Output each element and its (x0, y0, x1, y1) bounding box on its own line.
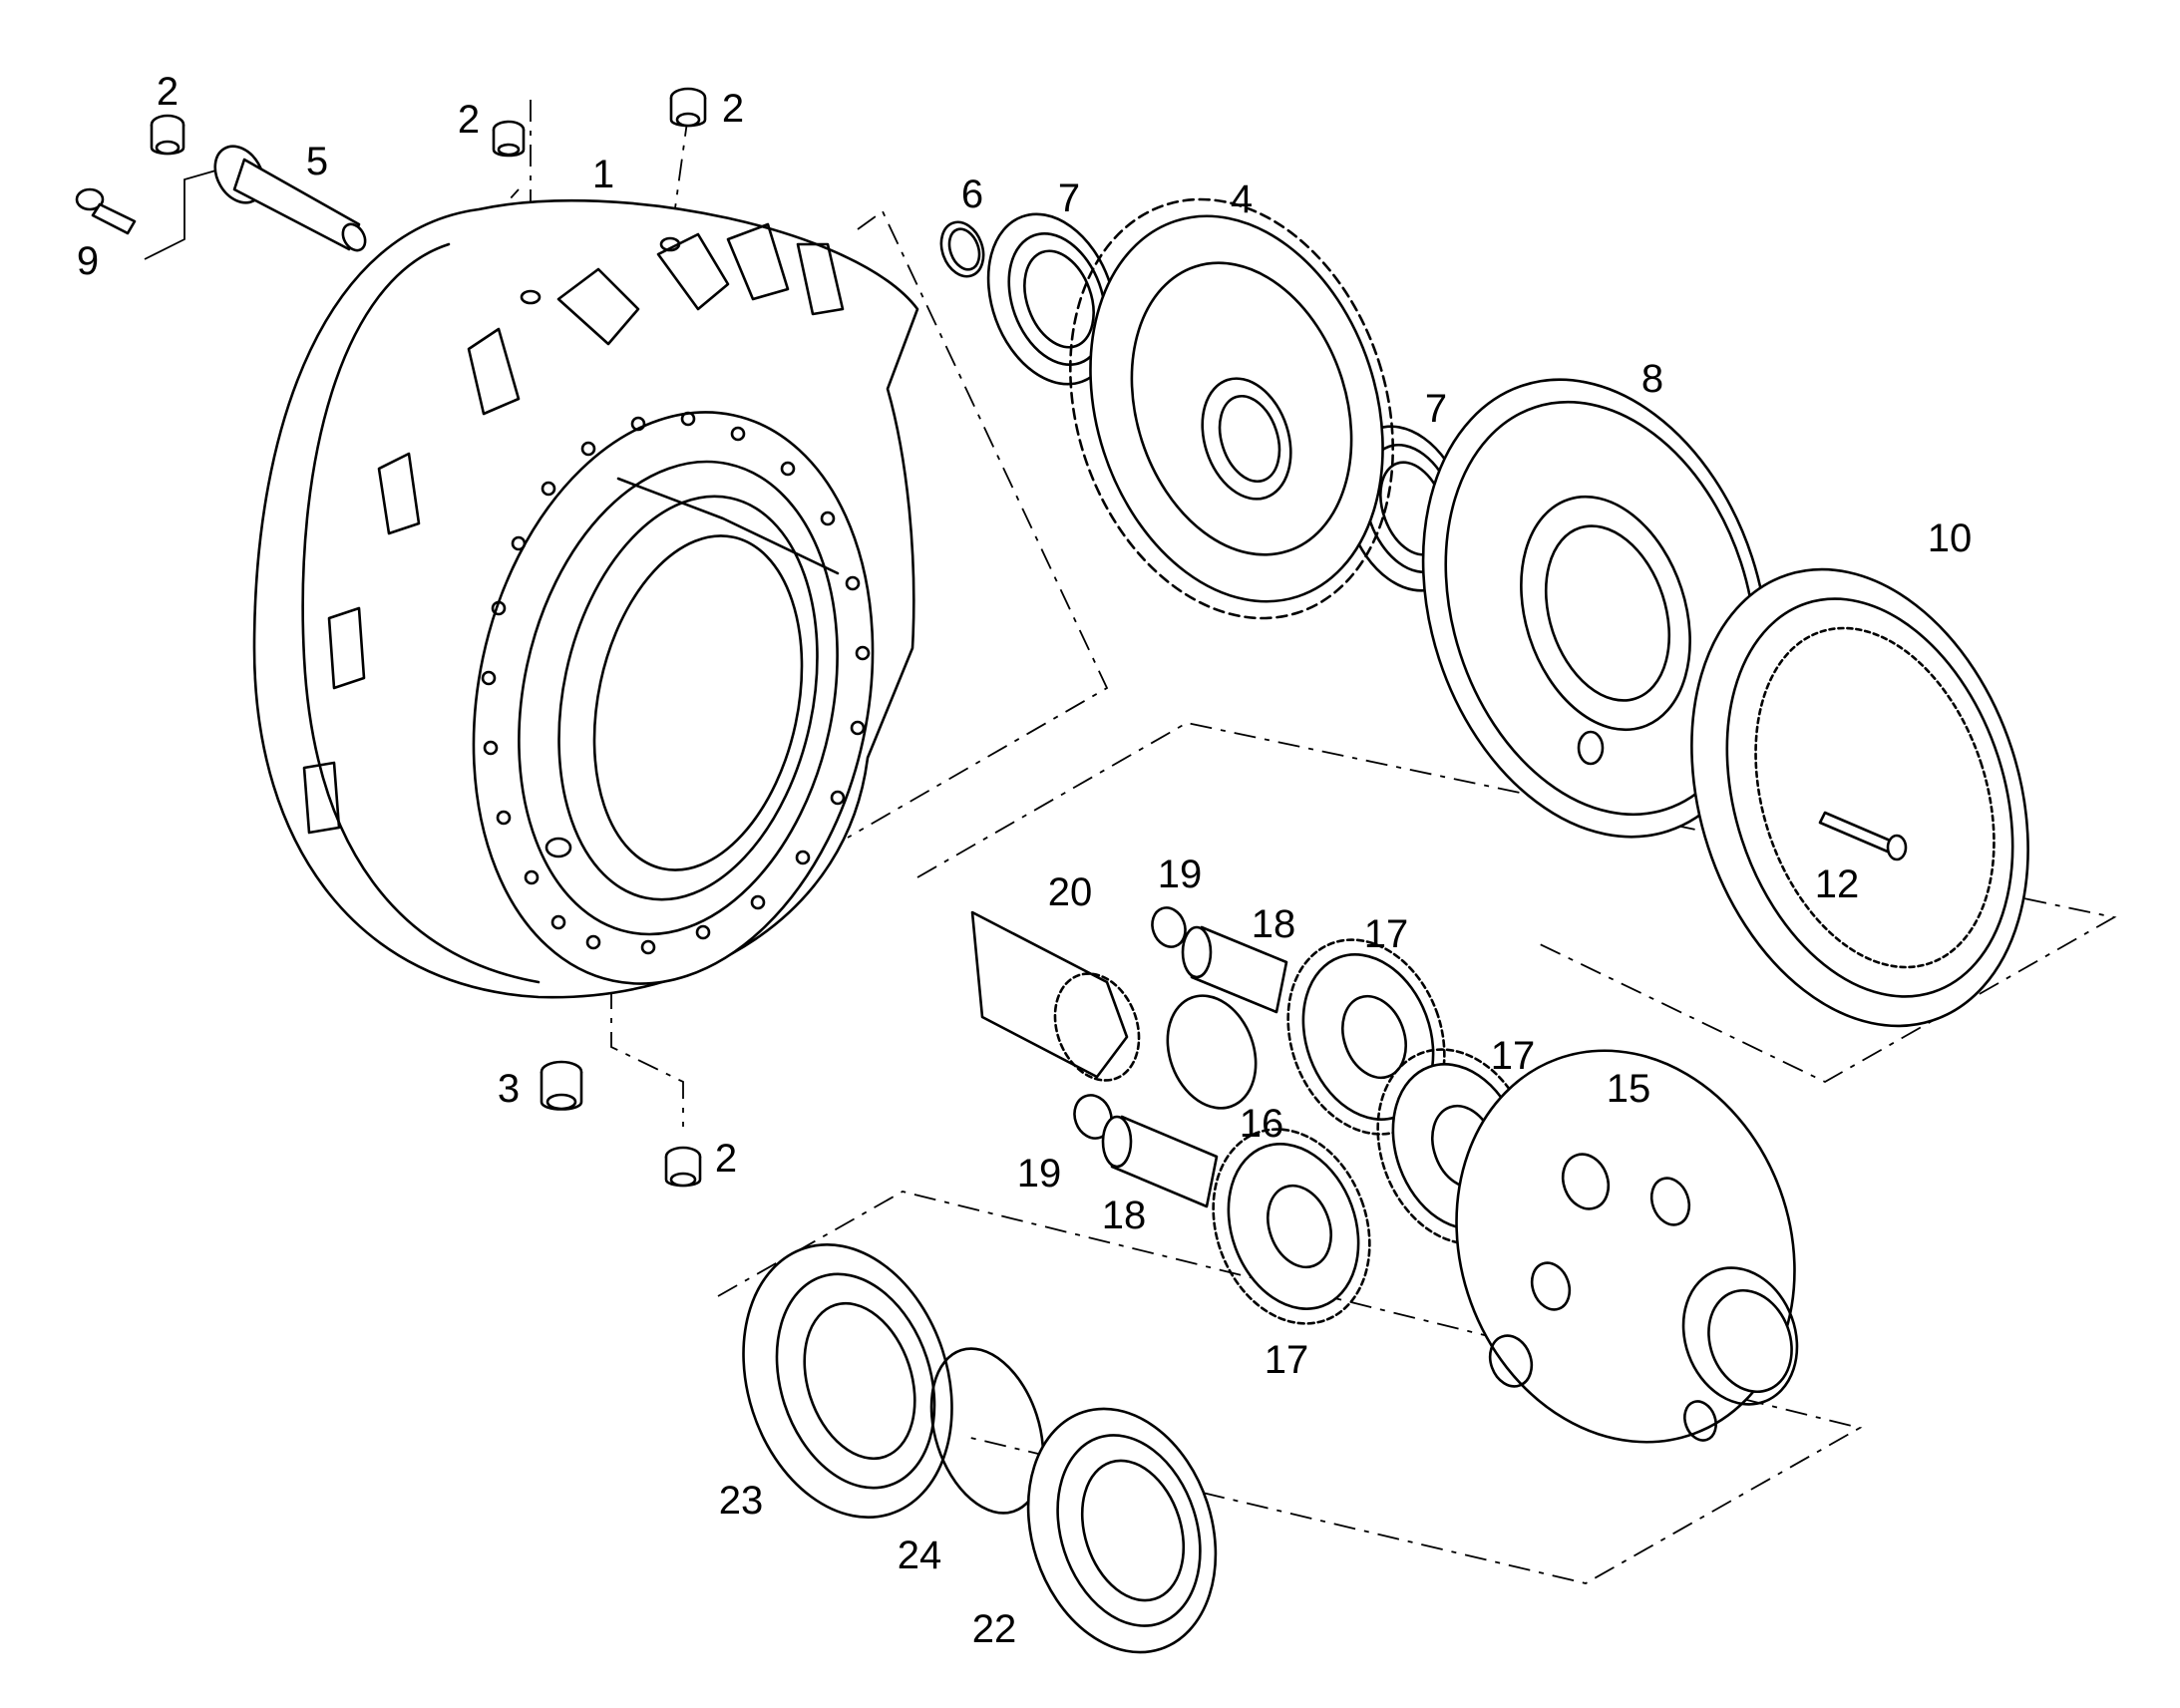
callout-drive-gear: 4 (1231, 177, 1253, 221)
callout-retaining-ring: 24 (898, 1534, 942, 1577)
screw-part-12 (1818, 811, 1908, 861)
planet-gear-part-17-c (1212, 1128, 1371, 1325)
callout-bearing-upper: 7 (1058, 176, 1080, 220)
shaft-part-5 (213, 145, 367, 252)
callout-screw-12: 12 (1815, 862, 1860, 906)
callout-screw-9: 9 (77, 239, 99, 283)
callout-planet-gear-c: 17 (1265, 1338, 1309, 1382)
ring-gear-part-10 (1690, 567, 2029, 1028)
planet-carrier-part-15 (1455, 1049, 1799, 1444)
housing-part-1 (252, 198, 919, 999)
plug-part-2-c (150, 114, 185, 156)
callout-shaft: 5 (306, 140, 328, 183)
callout-bearing-23: 23 (719, 1479, 764, 1523)
plug-part-2-b (669, 87, 707, 128)
bearing-part-23 (742, 1243, 953, 1519)
callout-planet-pin-b: 18 (1102, 1194, 1147, 1237)
callout-planet-gear-a: 17 (1364, 912, 1409, 956)
callout-housing: 1 (592, 153, 614, 196)
callout-plug-c: 2 (157, 70, 179, 114)
callout-circlip-b: 19 (1017, 1152, 1062, 1196)
callout-cover: 8 (1641, 357, 1663, 401)
thrust-washer-part-16 (1166, 994, 1258, 1110)
screw-part-9 (75, 187, 137, 235)
callout-bearing-22: 22 (972, 1607, 1017, 1651)
callout-plug-d: 2 (715, 1137, 737, 1181)
callout-planet-gear-b: 17 (1491, 1034, 1536, 1078)
callout-drain-plug: 3 (498, 1067, 520, 1111)
callout-circlip-a: 19 (1158, 853, 1203, 896)
circlip-part-19-a (1151, 906, 1187, 948)
assembly-guide-lines (144, 100, 2117, 1584)
snap-ring-part-6 (939, 220, 985, 278)
circlip-part-19-b (1073, 1094, 1113, 1140)
callout-plug-b: 2 (722, 87, 744, 131)
cover-part-8 (1421, 378, 1770, 839)
housing-bolt-circle (481, 411, 871, 955)
callout-thrust-washer: 16 (1240, 1102, 1284, 1146)
drain-plug-part-3 (540, 1060, 583, 1111)
planet-pin-part-18-b (1101, 1115, 1219, 1208)
retaining-ring-part-24 (929, 1347, 1045, 1515)
callout-planet-carrier: 15 (1607, 1067, 1651, 1111)
sun-shaft-part-20 (970, 910, 1141, 1082)
plug-part-2-d (664, 1146, 702, 1188)
plug-part-2-a (492, 120, 526, 158)
bearing-part-22 (1026, 1407, 1218, 1654)
bearing-part-7-upper (986, 212, 1118, 386)
drive-gear-part-4 (1069, 197, 1394, 620)
planet-gear-part-17-a (1286, 938, 1446, 1136)
callout-sun-shaft: 20 (1048, 870, 1093, 914)
callout-snap-ring: 6 (961, 172, 983, 216)
callout-planet-pin-a: 18 (1252, 902, 1296, 946)
callout-bearing-lower: 7 (1425, 387, 1447, 431)
planet-pin-part-18-a (1181, 925, 1288, 1014)
callout-plug-a: 2 (458, 98, 480, 142)
callout-ring-gear: 10 (1928, 516, 1973, 560)
